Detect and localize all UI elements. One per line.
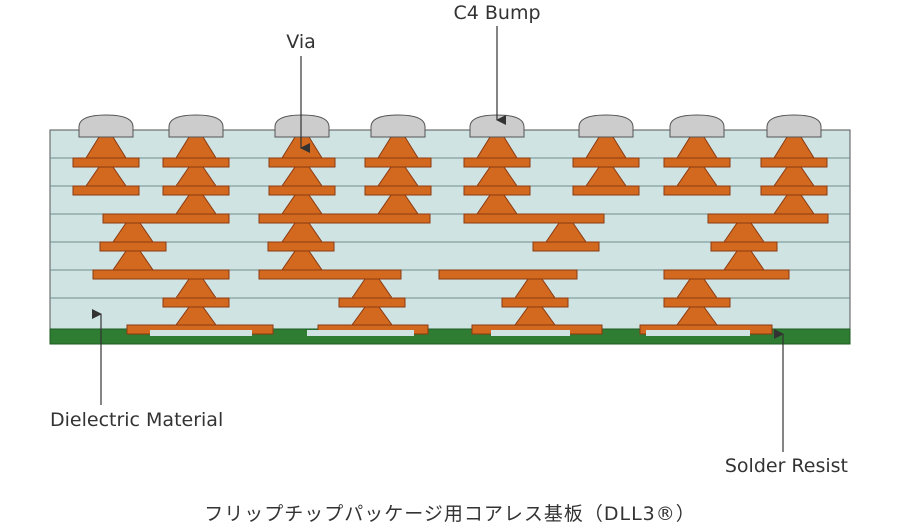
- copper-trace: [102, 213, 230, 224]
- c4-bump: [578, 114, 634, 138]
- solder-resist-opening: [150, 330, 252, 336]
- via-callout: Via: [286, 31, 316, 153]
- copper-pad: [463, 157, 531, 168]
- copper-pad: [268, 157, 336, 168]
- copper-pad: [501, 297, 569, 308]
- copper-pad: [663, 185, 731, 196]
- diagram-caption: フリップチップパッケージ用コアレス基板（DLL3®）: [204, 503, 696, 525]
- dielectric-callout: Dielectric Material: [50, 309, 223, 431]
- copper-trace: [707, 213, 829, 224]
- solder-resist-opening: [491, 330, 570, 336]
- copper-pad: [162, 157, 230, 168]
- copper-pad: [99, 241, 167, 252]
- via-label: Via: [286, 31, 316, 53]
- copper-pad: [663, 157, 731, 168]
- copper-pad: [663, 297, 731, 308]
- copper-trace: [258, 213, 431, 224]
- copper-trace: [463, 213, 605, 224]
- copper-pad: [760, 185, 828, 196]
- copper-pad: [72, 157, 140, 168]
- copper-pad: [364, 185, 432, 196]
- c4-bump-callout: C4 Bump: [453, 2, 541, 125]
- copper-wiring: [72, 136, 829, 335]
- copper-trace: [258, 269, 402, 280]
- copper-pad: [710, 241, 778, 252]
- solder-resist-opening: [307, 330, 414, 336]
- c4-bump: [274, 114, 330, 138]
- copper-pad: [532, 241, 600, 252]
- copper-pad: [162, 297, 230, 308]
- copper-pad: [268, 185, 336, 196]
- copper-pad: [338, 297, 406, 308]
- copper-trace: [438, 269, 578, 280]
- copper-pad: [463, 185, 531, 196]
- copper-pad: [72, 185, 140, 196]
- dielectric-label: Dielectric Material: [50, 409, 223, 431]
- copper-pad: [162, 185, 230, 196]
- c4-bump: [370, 114, 426, 138]
- copper-pad: [572, 185, 640, 196]
- c4-bump: [669, 114, 725, 138]
- solder-resist-label: Solder Resist: [725, 455, 848, 477]
- c4-bumps: [78, 114, 822, 138]
- copper-pad: [364, 157, 432, 168]
- copper-trace: [663, 269, 790, 280]
- c4-bump: [168, 114, 224, 138]
- solder-resist-opening: [646, 330, 750, 336]
- copper-pad: [572, 157, 640, 168]
- c4-bump: [766, 114, 822, 138]
- copper-trace: [267, 241, 335, 252]
- copper-pad: [760, 157, 828, 168]
- c4-bump: [78, 114, 134, 138]
- copper-trace: [92, 269, 230, 280]
- solder-resist-callout: Solder Resist: [725, 329, 848, 477]
- c4-bump-label: C4 Bump: [453, 2, 540, 24]
